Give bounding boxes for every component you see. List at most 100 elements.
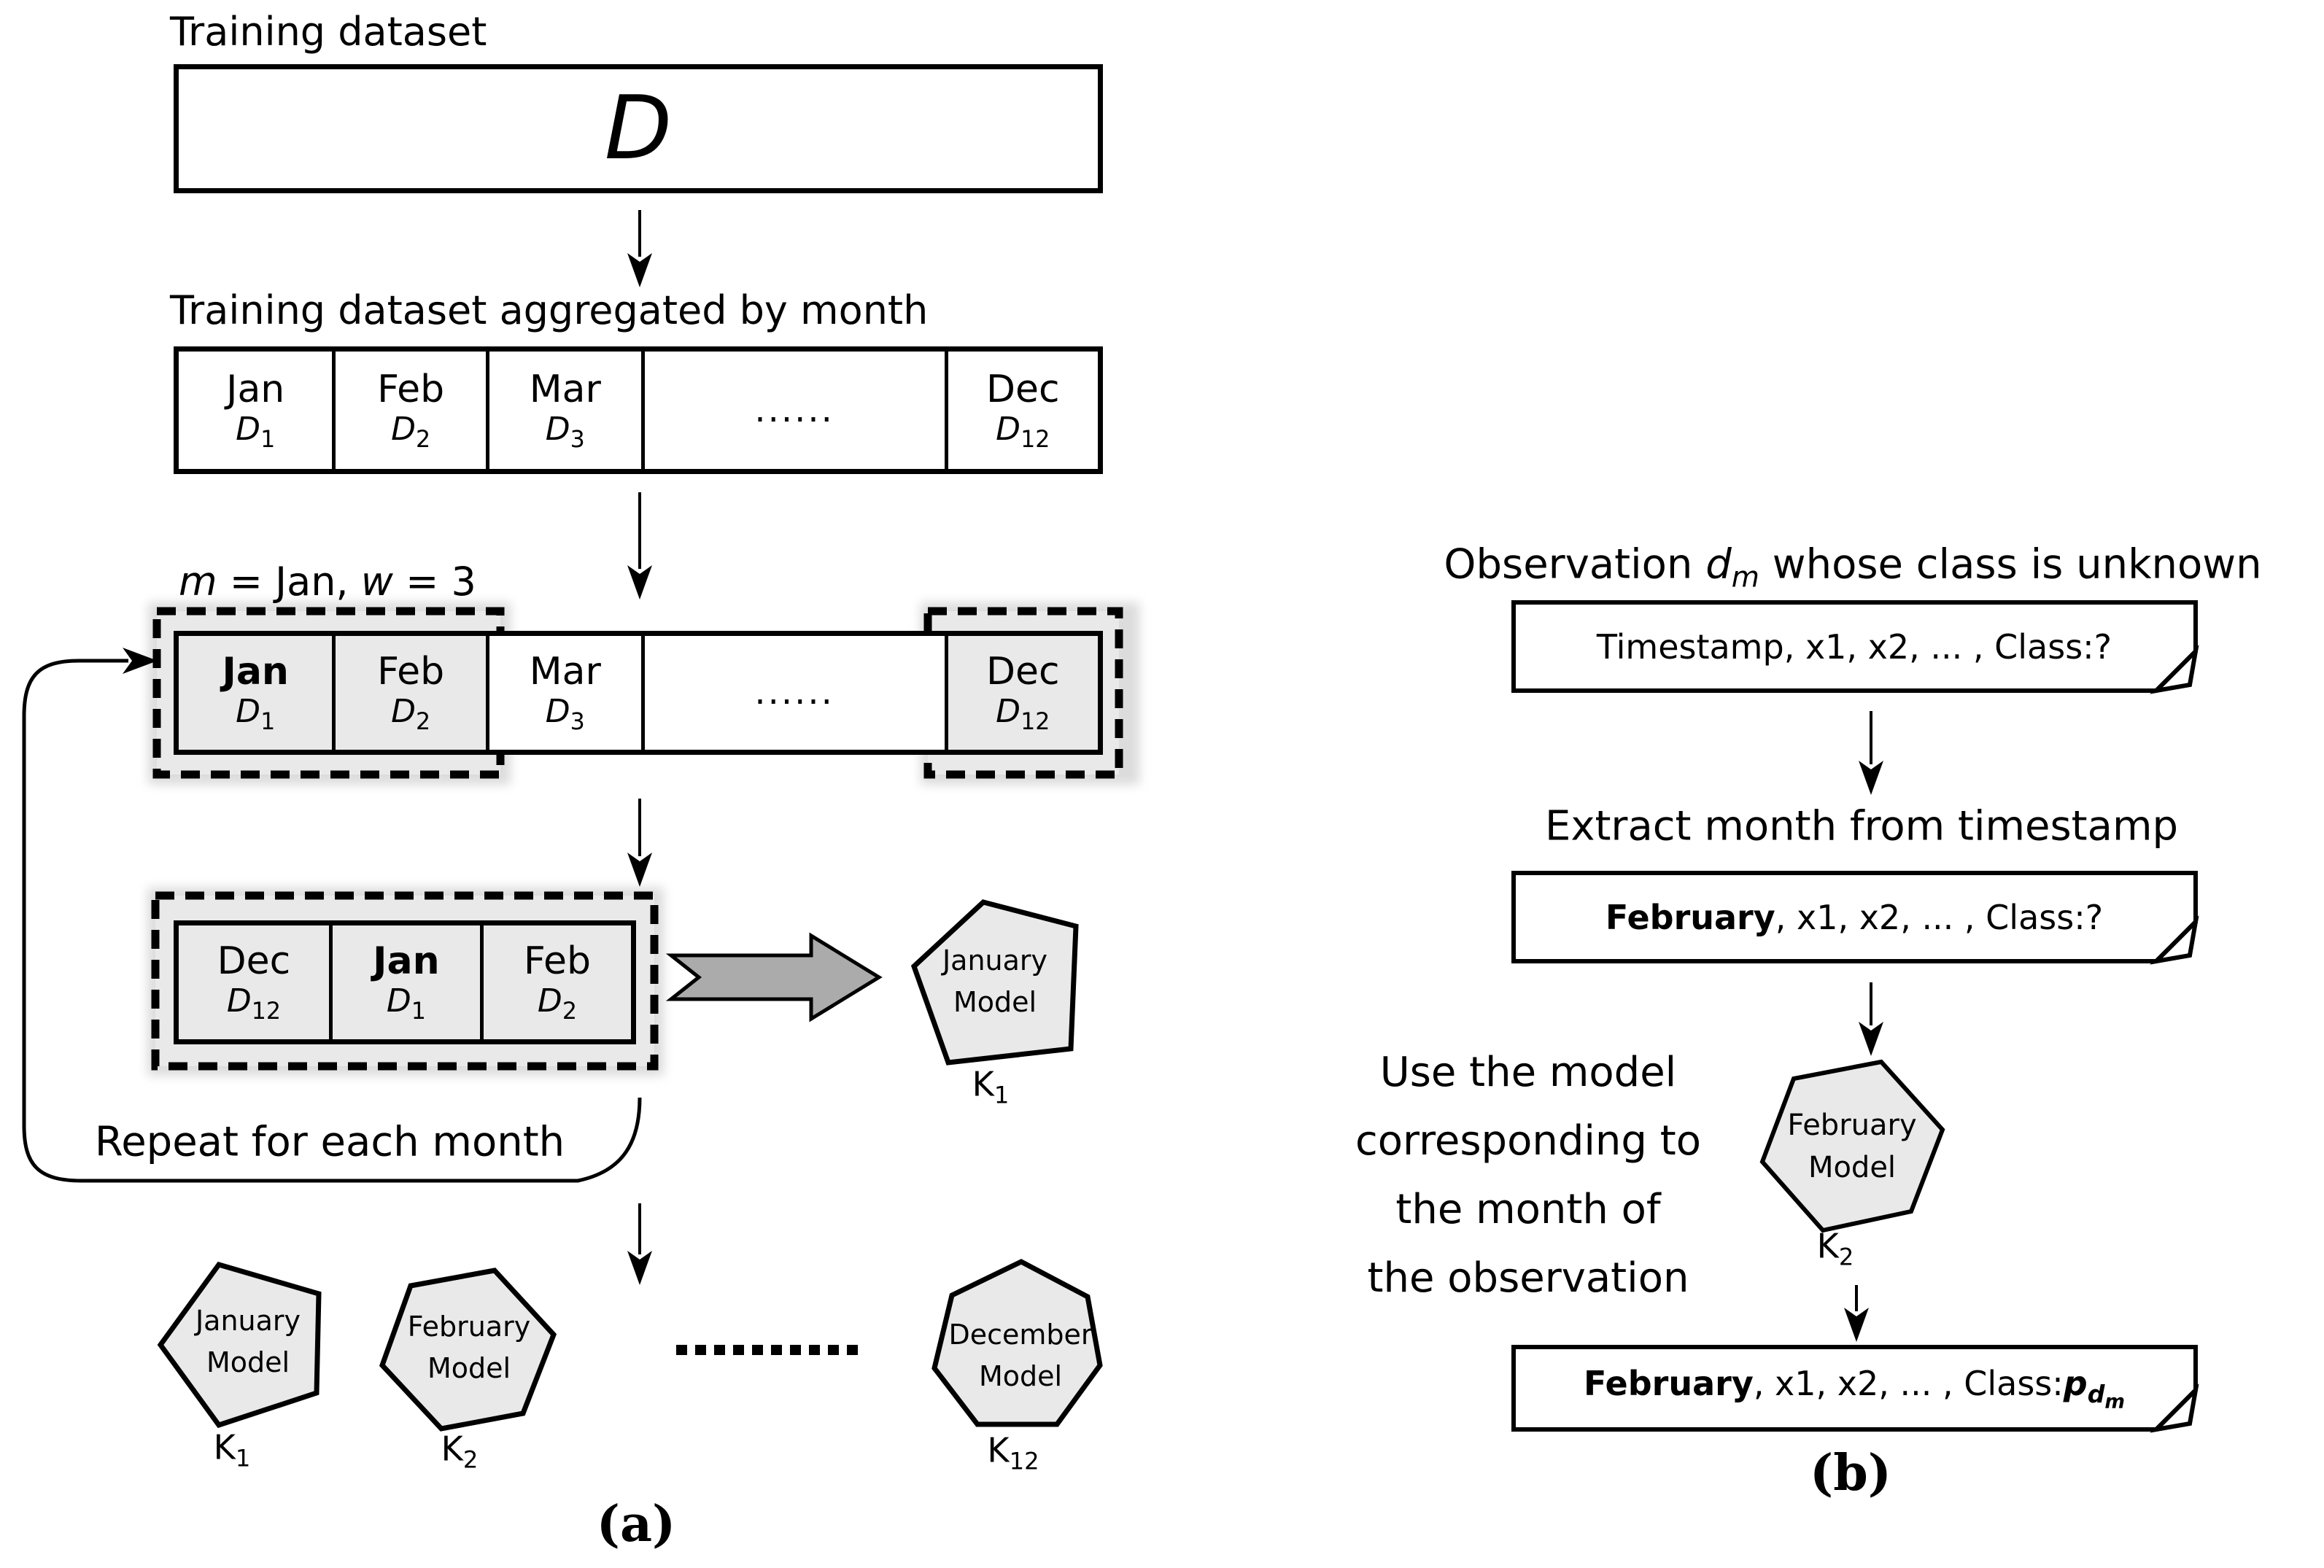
k-base: K	[987, 1430, 1010, 1470]
month-row-windowed: Jan D1 Feb D2 Mar D3 ...... Dec D12	[174, 631, 1103, 755]
d-var: d	[1705, 540, 1732, 589]
k-base: K	[441, 1429, 463, 1469]
month-cell-mar: Mar D3	[485, 636, 641, 750]
w-eq: = 3	[392, 559, 476, 605]
document-fold-icon	[2150, 1383, 2199, 1433]
d-base: D	[226, 982, 252, 1020]
month-label: Jan	[226, 367, 285, 411]
dataset-sub-label: D3	[546, 694, 585, 735]
month-label: Feb	[377, 650, 445, 694]
k-base: K	[213, 1427, 236, 1467]
repeat-for-each-month-label: Repeat for each month	[94, 1118, 565, 1166]
month-label: Mar	[529, 367, 601, 411]
classified-record-text: February, x1, x2, ... , Class:pdm	[1584, 1364, 2125, 1413]
dataset-sub-label: D2	[391, 694, 430, 735]
february-model-label: February Model	[1787, 1104, 1916, 1189]
d-sub: 12	[251, 998, 282, 1025]
d-sub: 12	[1020, 708, 1050, 735]
k-base: K	[972, 1064, 994, 1104]
arrowhead-icon	[627, 253, 652, 287]
model-name-line: February	[1787, 1109, 1917, 1142]
arrowhead-icon	[1859, 1022, 1883, 1056]
k-sub: 1	[235, 1444, 251, 1472]
month-label: Dec	[985, 650, 1060, 694]
model-name-line: Model	[427, 1352, 511, 1384]
month-label: Jan	[222, 650, 289, 694]
window-parameters-label: m = Jan, w = 3	[179, 559, 476, 605]
february-model-label-bottom: February Model	[408, 1306, 530, 1389]
february-model-shape	[1759, 1059, 1945, 1233]
january-model-shape	[910, 899, 1079, 1066]
dataset-sub-label: D12	[996, 694, 1050, 735]
dataset-d-symbol: D	[604, 77, 673, 179]
k-base: K	[1816, 1226, 1839, 1266]
dataset-sub-label: D1	[386, 982, 426, 1025]
dataset-sub-label: D12	[996, 411, 1050, 453]
arrowhead-icon	[627, 1251, 652, 1285]
model-name-line: December	[948, 1319, 1093, 1351]
training-dataset-label: Training dataset	[170, 9, 487, 55]
flow-arrowheads-b	[1844, 761, 1883, 1342]
model-name-line: January	[942, 944, 1048, 977]
title-prefix: Observation	[1444, 540, 1706, 589]
month-cell-jan: Jan D1	[328, 925, 480, 1039]
note-line: the month of	[1395, 1186, 1661, 1233]
dataset-sub-label: D2	[538, 983, 577, 1025]
m-var: m	[179, 559, 217, 605]
model-name-line: Model	[1808, 1151, 1897, 1184]
arrowhead-icon	[1844, 1308, 1869, 1342]
prediction-symbol: pdm	[2064, 1364, 2125, 1413]
note-line: Use the model	[1379, 1048, 1677, 1096]
k1-label-bottom: K1	[214, 1427, 251, 1472]
d-sub: 1	[260, 426, 276, 453]
dataset-sub-label: D12	[226, 982, 282, 1025]
january-model-label-bottom: January Model	[195, 1300, 301, 1383]
arrowhead-icon	[627, 853, 652, 887]
repeat-loop-arrowhead-icon	[123, 648, 158, 674]
k2-label: K2	[1817, 1226, 1854, 1270]
d-base: D	[386, 982, 411, 1020]
d-base: D	[391, 693, 416, 731]
model-name-line: Model	[978, 1360, 1063, 1392]
month-cell-feb: Feb D2	[332, 636, 486, 750]
k1-label: K1	[972, 1064, 1010, 1109]
title-suffix: whose class is unknown	[1759, 540, 2262, 589]
k-sub: 2	[462, 1445, 479, 1474]
dataset-sub-label: D1	[236, 411, 276, 453]
d-sub: 1	[411, 998, 426, 1025]
month-label: Dec	[985, 367, 1060, 411]
january-model-shape-bottom	[157, 1261, 322, 1429]
d-base: D	[545, 410, 570, 448]
month-cell-ellipsis: ......	[640, 352, 945, 469]
k-sub: 12	[1009, 1447, 1039, 1475]
k-sub: 1	[993, 1081, 1010, 1109]
february-model-shape-bottom	[379, 1268, 557, 1432]
month-label: Dec	[217, 939, 291, 984]
note-line: the observation	[1367, 1254, 1689, 1303]
month-label: Jan	[373, 939, 440, 984]
extract-month-label: Extract month from timestamp	[1544, 802, 2179, 850]
p-sub-m: m	[2104, 1390, 2126, 1413]
dataset-sub-label: D1	[236, 694, 275, 735]
flow-arrows-b	[1855, 711, 1872, 1311]
d-sub: 2	[415, 708, 431, 735]
model-name-line: Model	[953, 986, 1037, 1018]
document-shapes	[1511, 600, 2199, 1433]
observation-record-text: Timestamp, x1, x2, ... , Class:?	[1596, 627, 2112, 667]
extracted-record-text: February, x1, x2, ... , Class:?	[1606, 898, 2103, 937]
w-var: w	[360, 559, 393, 605]
repeat-loop-arrow	[22, 659, 642, 1183]
train-transform-arrow-icon	[665, 932, 883, 1022]
december-model-shape-bottom	[931, 1259, 1103, 1427]
observation-title: Observation dm whose class is unknown	[1444, 540, 2261, 594]
d-base: D	[391, 410, 416, 448]
p-sub-d: d	[2087, 1380, 2105, 1409]
document-fold-icon	[2150, 915, 2199, 965]
d-sub: 12	[1020, 426, 1050, 453]
month-row-aggregated: Jan D1 Feb D2 Mar D3 ...... Dec D12	[174, 346, 1103, 474]
month-cell-feb: Feb D2	[479, 925, 631, 1039]
month-cell-dec: Dec D12	[179, 925, 329, 1039]
arrowhead-icon	[627, 565, 652, 599]
